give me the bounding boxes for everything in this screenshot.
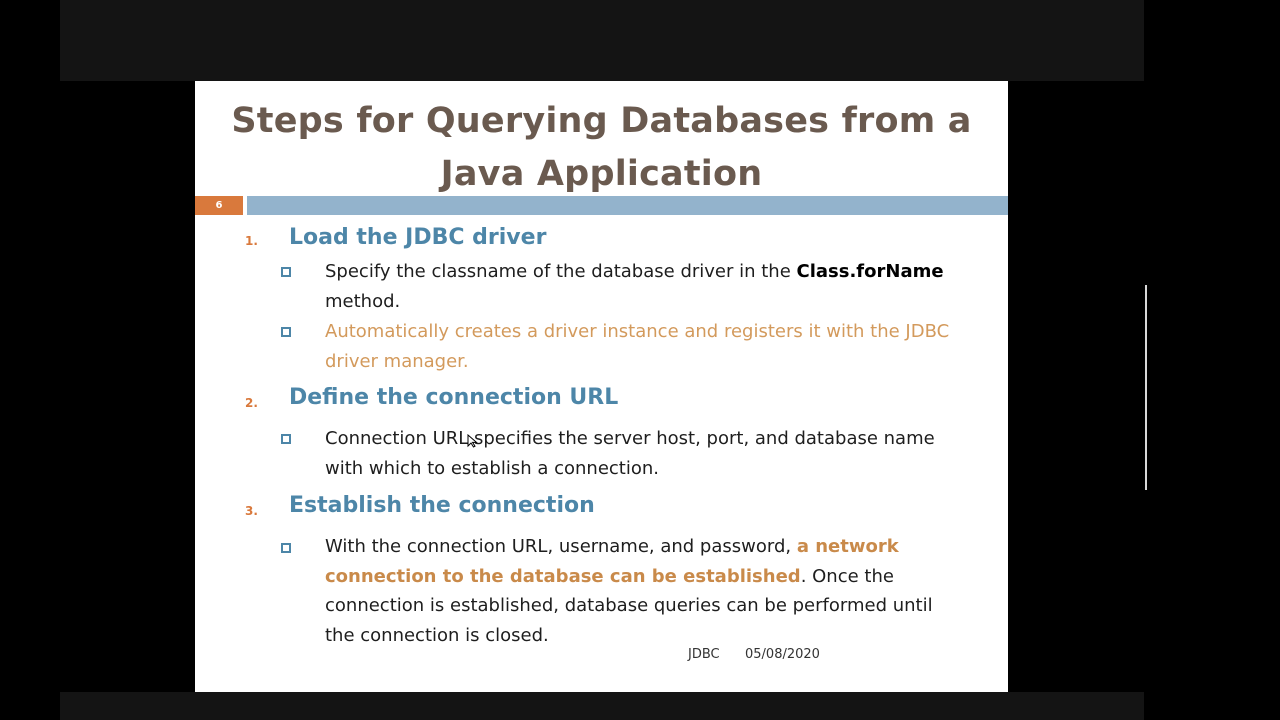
step-1-bullet-1: Specify the classname of the database dr… bbox=[325, 257, 965, 316]
step-1-bullet-1-text-before: Specify the classname of the database dr… bbox=[325, 261, 797, 282]
step-1-bullet-1-bold: Class.forName bbox=[796, 261, 944, 282]
footer-label: JDBC bbox=[688, 647, 720, 662]
step-3-bullet-1-text-before: With the connection URL, username, and p… bbox=[325, 536, 797, 557]
slide-title-line-1: Steps for Querying Databases from a bbox=[231, 101, 972, 141]
bullet-square-icon bbox=[281, 327, 291, 337]
top-letterbox bbox=[60, 0, 1144, 81]
bottom-letterbox bbox=[60, 692, 1144, 720]
presentation-slide: Steps for Querying Databases from a Java… bbox=[195, 81, 1008, 692]
footer-date: 05/08/2020 bbox=[745, 647, 820, 662]
step-2-heading: Define the connection URL bbox=[289, 385, 619, 410]
slide-title: Steps for Querying Databases from a Java… bbox=[195, 95, 1008, 201]
step-1-heading: Load the JDBC driver bbox=[289, 225, 547, 250]
step-1-bullet-2: Automatically creates a driver instance … bbox=[325, 321, 950, 372]
mouse-cursor-icon bbox=[467, 434, 478, 448]
bullet-square-icon bbox=[281, 543, 291, 553]
bullet-square-icon bbox=[281, 267, 291, 277]
step-3-bullet-1: With the connection URL, username, and p… bbox=[325, 532, 965, 650]
title-underline-bar bbox=[247, 196, 1008, 215]
slide-title-line-2: Java Application bbox=[440, 154, 763, 194]
step-3-bullet-1-emphasis: a network connection to the database can… bbox=[325, 536, 899, 587]
step-2-number: 2. bbox=[245, 396, 258, 410]
step-1-number: 1. bbox=[245, 234, 258, 248]
step-3-number: 3. bbox=[245, 504, 258, 518]
step-3-heading: Establish the connection bbox=[289, 493, 595, 518]
step-2-bullet-1: Connection URL specifies the server host… bbox=[325, 428, 935, 479]
step-1-bullet-1-text-after: method. bbox=[325, 290, 401, 312]
edge-artifact bbox=[1145, 285, 1147, 490]
step-3-bullet-1-text-after: . Once the connection is established, da… bbox=[325, 565, 933, 646]
bullet-square-icon bbox=[281, 434, 291, 444]
slide-content: 1. Load the JDBC driver Specify the clas… bbox=[195, 81, 1008, 692]
slide-number-badge: 6 bbox=[195, 196, 243, 215]
